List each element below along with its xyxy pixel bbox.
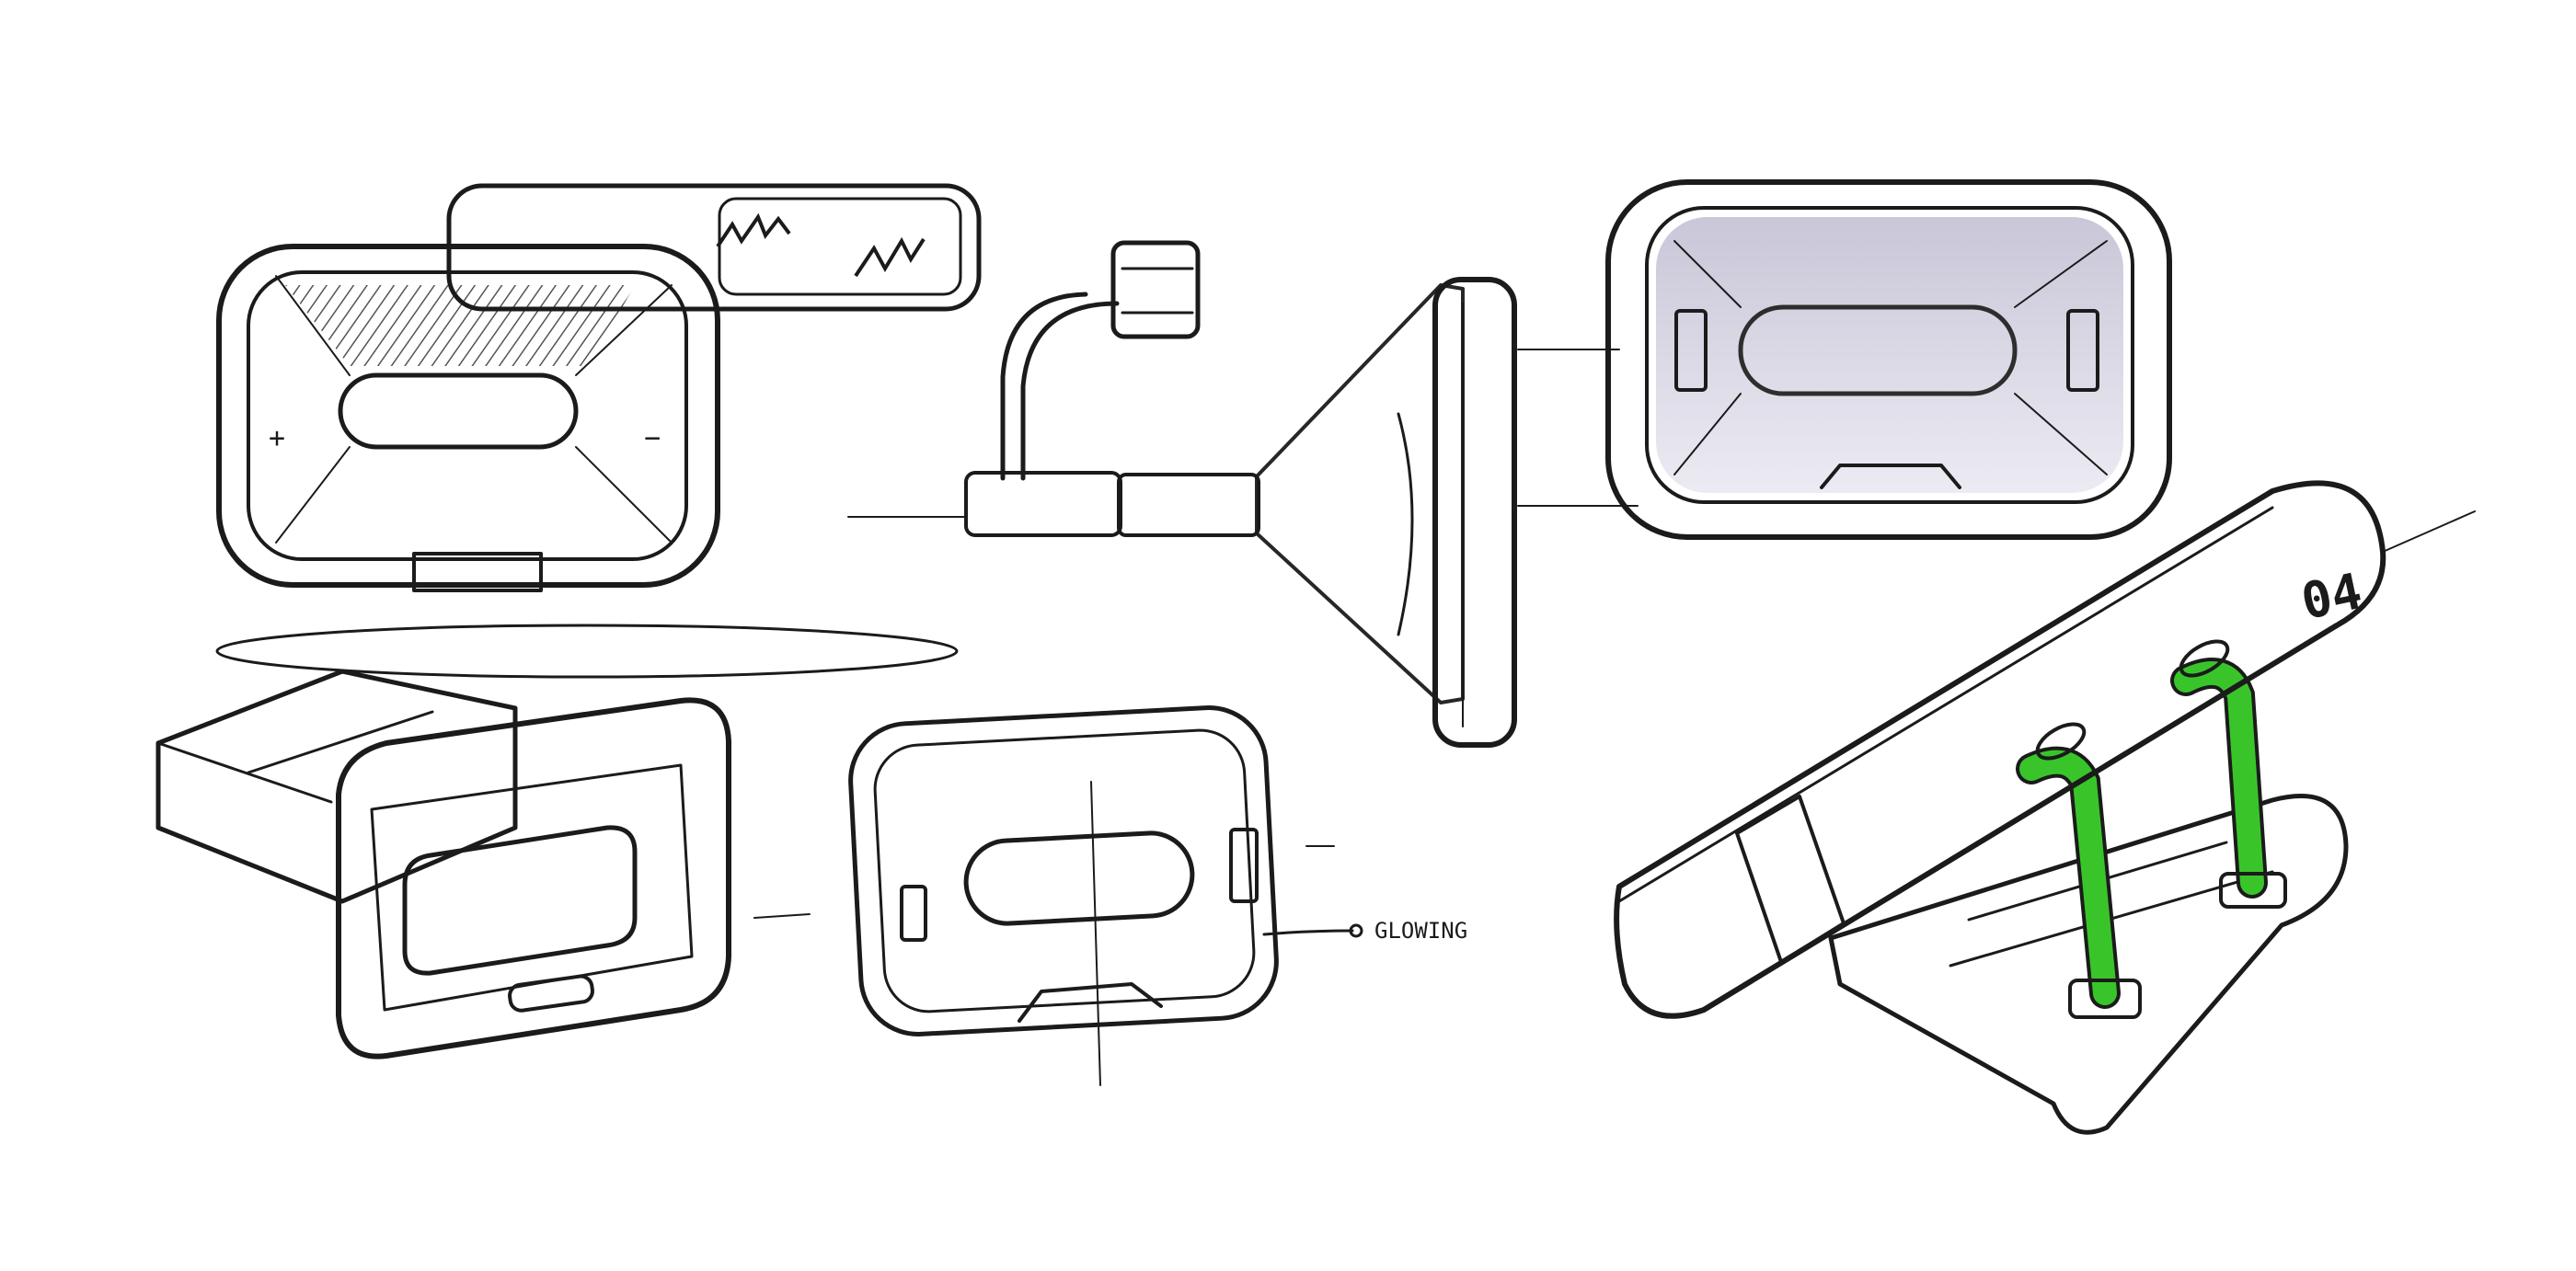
green-band [1735,795,1846,964]
mount-tube-left [964,471,1122,537]
mount-arm [1000,292,1120,481]
display-base-tab [412,552,543,592]
model-number-label: 04 [2296,562,2367,631]
display-slot-outline [963,830,1195,926]
sketch-green-front-view [1605,179,2172,540]
display-edge [1432,277,1517,748]
sketch-rail-mount: 04 [1614,480,2476,1135]
sketch-side-view-mount [847,240,1639,748]
mount-tube-right [1117,473,1260,537]
main-bar [1614,480,2476,1019]
svg-text:+: + [269,422,285,454]
glowing-label: GLOWING [1374,918,1467,944]
display-slot-hatched [1738,304,2018,396]
display-slot-hatched [402,825,638,976]
shadow-ellipse [215,624,959,679]
glowing-screen [1656,217,2123,493]
sketch-front-view-with-mirror: + − [215,183,982,679]
display-perspective-housing [336,697,731,1059]
svg-text:−: − [644,422,661,454]
sketch-perspective-view [155,669,811,1059]
mount-cone [1255,283,1465,704]
camera-pod [1110,240,1201,339]
rear-body-perspective [155,669,518,904]
display-slot-hatched [338,372,579,450]
sketch-clean-perspective: GLOWING [848,705,1467,1086]
glowing-callout: GLOWING [1262,918,1467,944]
green-housing [1605,179,2172,540]
display-front-housing: + − [216,244,720,592]
